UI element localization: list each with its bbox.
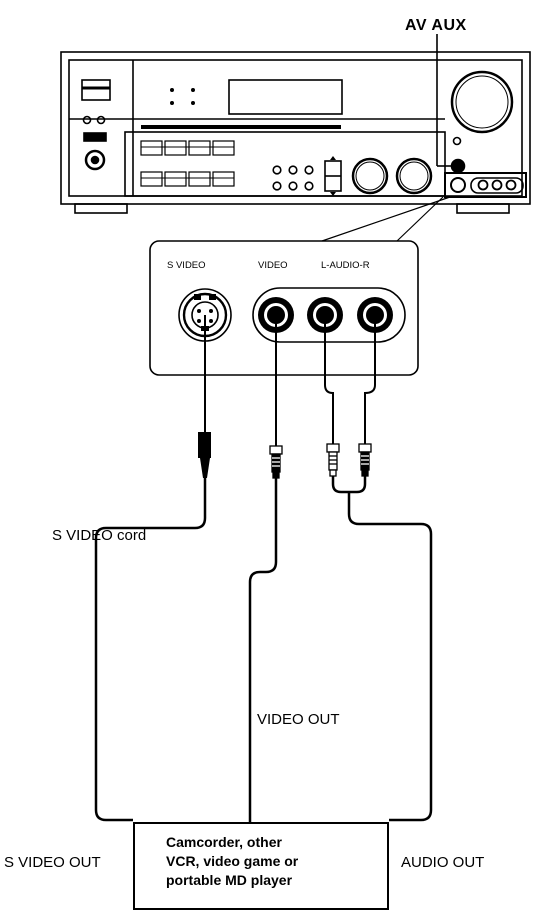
callout-lines [321,196,451,242]
video-jack-label: VIDEO [258,260,288,271]
device-line-2: VCR, video game or [166,853,299,869]
rca-jack-group [252,287,406,343]
cable-wires [204,315,376,438]
video-rca-plug [269,438,283,479]
source-device-box [133,822,389,910]
audio-jack-label: L-AUDIO-R [321,260,370,271]
cable-runs [94,476,433,822]
s-video-plug [198,432,211,478]
s-video-out-label: S VIDEO OUT [4,854,101,871]
audio-left-rca-plug [326,436,340,477]
audio-out-label: AUDIO OUT [401,854,485,871]
s-video-cord-label: S VIDEO cord [52,527,147,544]
device-line-3: portable MD player [166,872,293,888]
source-device-label: Camcorder, other VCR, video game or port… [166,833,366,890]
device-line-1: Camcorder, other [166,834,282,850]
av-receiver [60,34,531,214]
video-out-label: VIDEO OUT [257,711,340,728]
av-aux-label: AV AUX [405,17,467,34]
audio-right-rca-plug [358,436,372,477]
s-video-jack-label: S VIDEO [167,260,206,271]
